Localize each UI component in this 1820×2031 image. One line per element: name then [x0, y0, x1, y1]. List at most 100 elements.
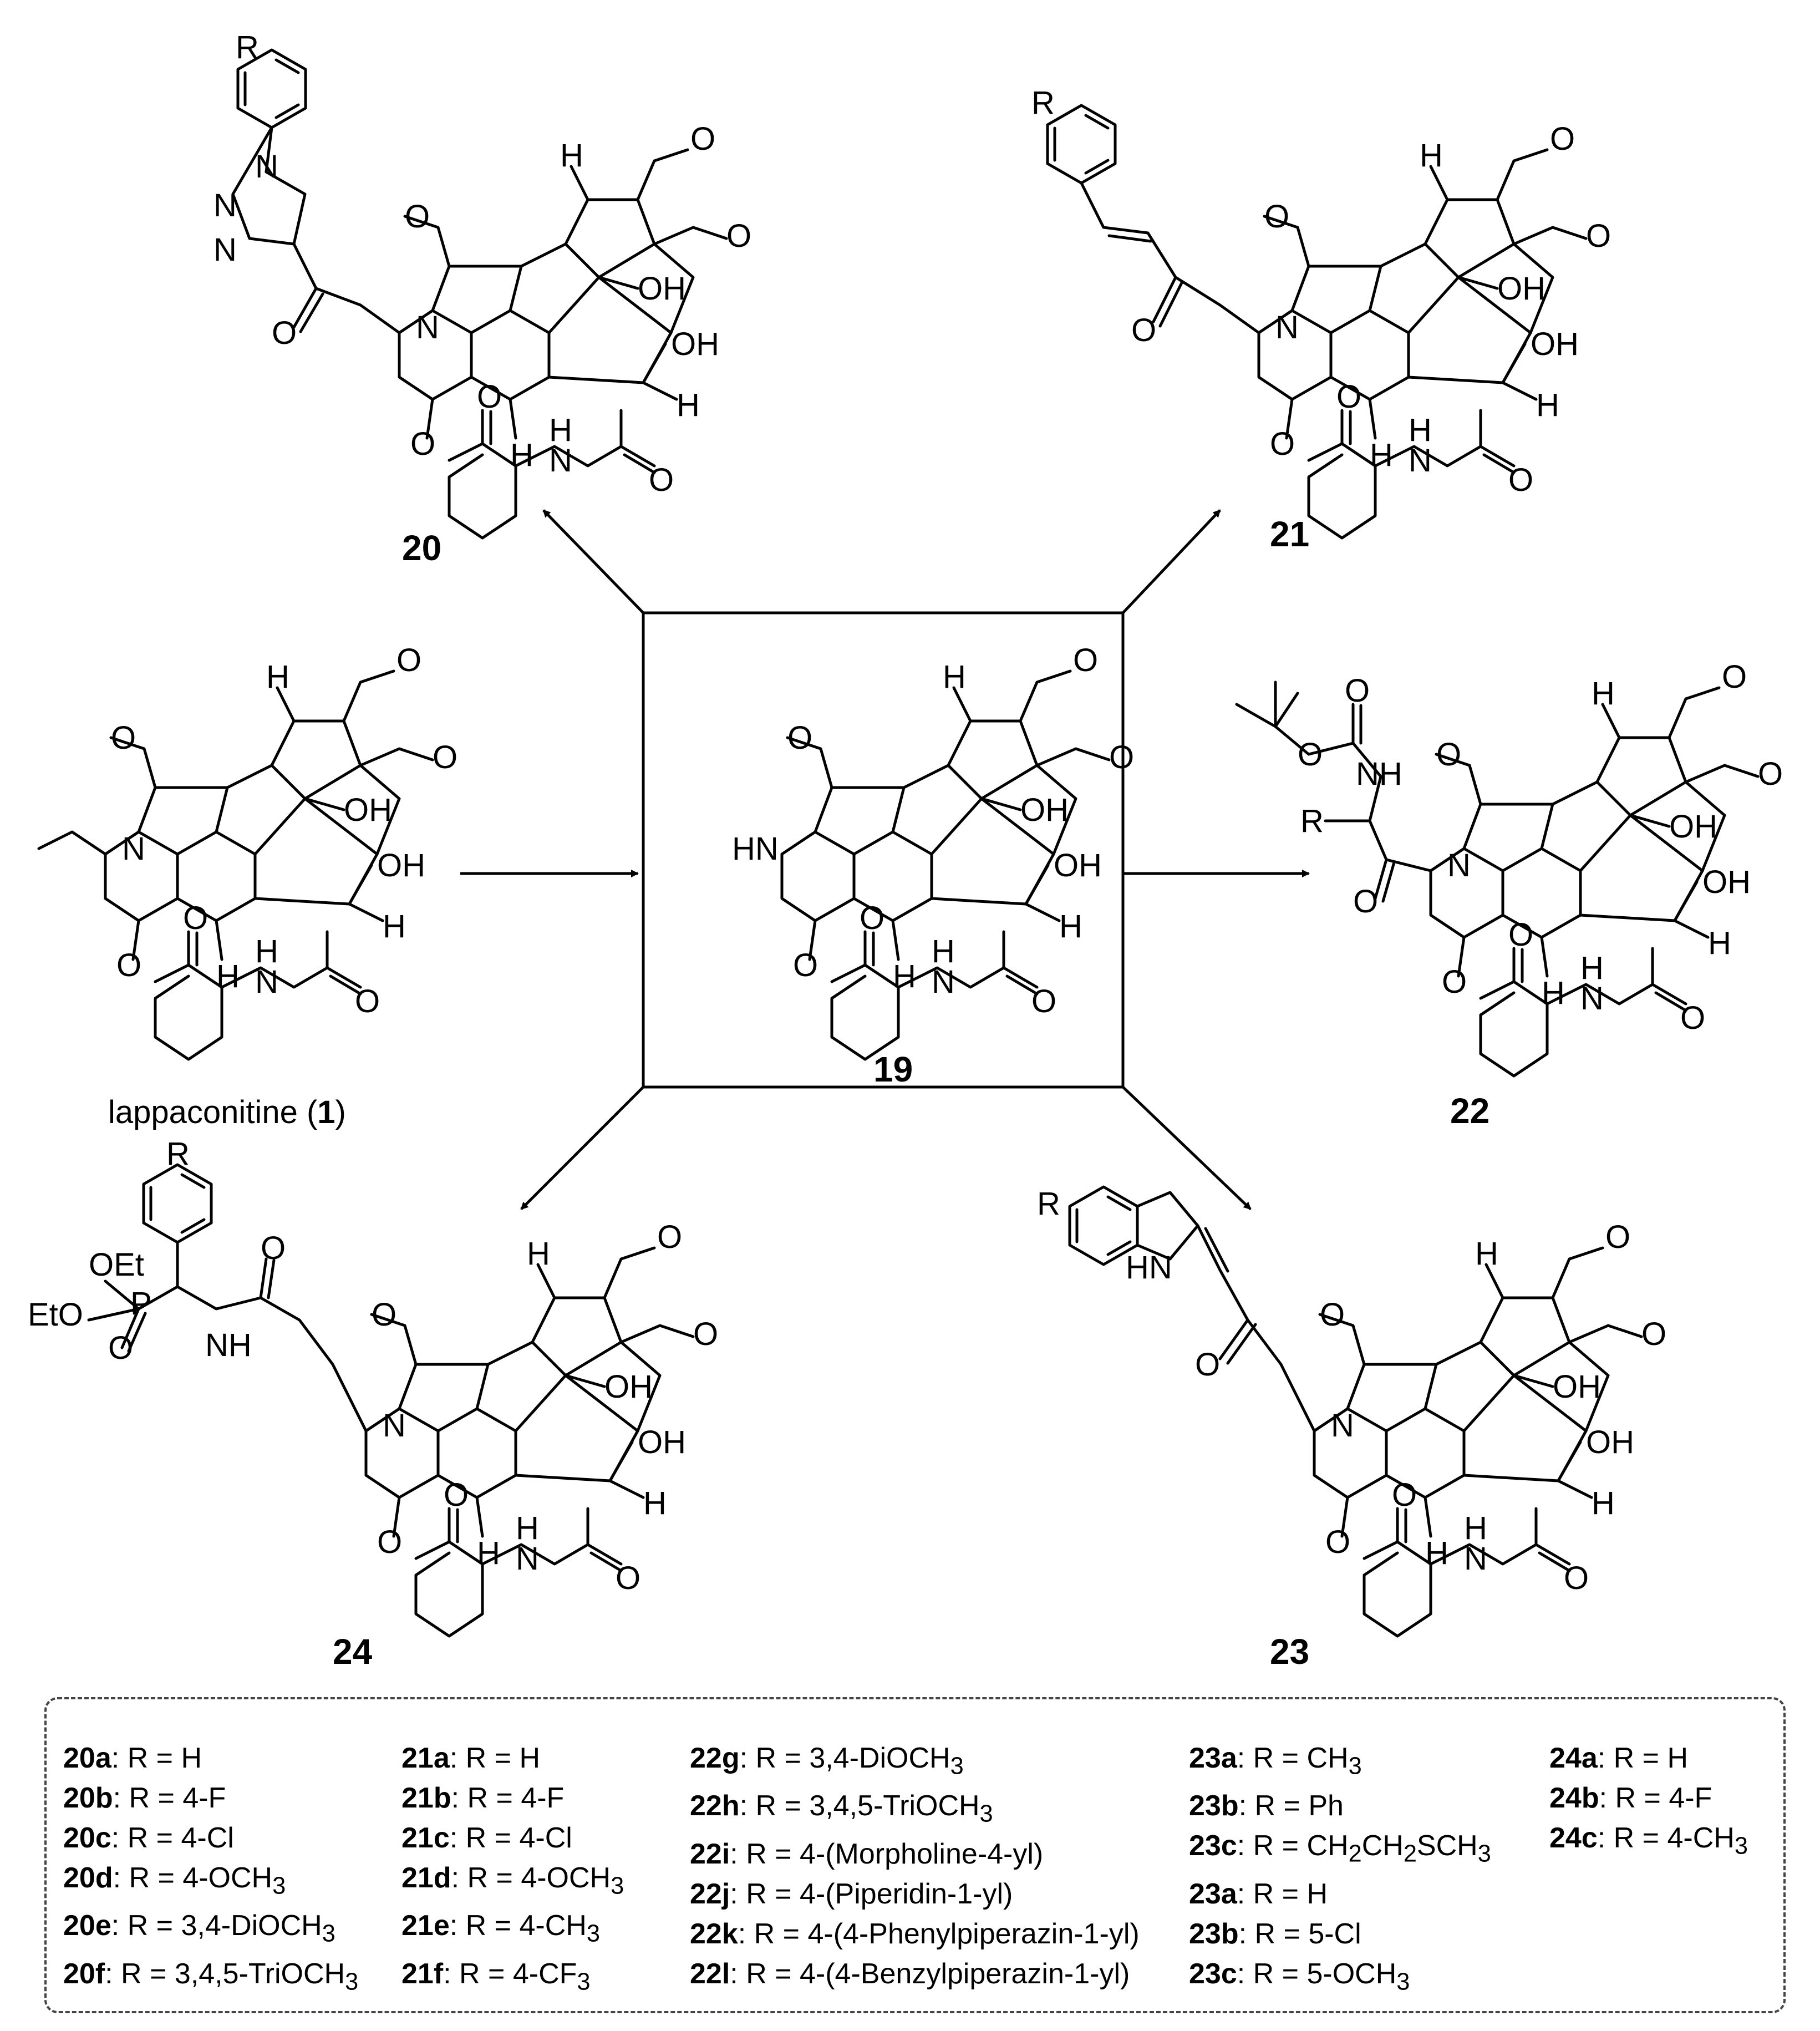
legend-compound-id: 21a — [401, 1742, 450, 1774]
legend-entry: 20a: R = H — [63, 1738, 358, 1778]
h-label: H — [1536, 387, 1559, 423]
legend-compound-id: 22j — [690, 1877, 730, 1910]
legend-compound-id: 23a — [1189, 1877, 1237, 1910]
h-label: H — [1592, 676, 1615, 712]
legend-entry: 24b: R = 4-F — [1549, 1778, 1748, 1818]
methoxy-o: O — [690, 121, 715, 157]
methoxy-o: O — [1722, 659, 1747, 695]
nh-n: N — [549, 443, 572, 479]
nh-h: H — [549, 412, 572, 448]
r-group-label: R — [236, 29, 259, 65]
legend-compound-id: 20e — [63, 1910, 111, 1942]
ester-o: O — [1442, 964, 1467, 1000]
legend-substituent: : R = 3,4,5-TriOCH — [739, 1790, 980, 1822]
methoxy-o: O — [1109, 739, 1134, 775]
compound-label-20: 20 — [402, 528, 441, 568]
methoxy-o: O — [787, 720, 812, 756]
legend-entry: 22l: R = 4-(4-Benzylpiperazin-1-yl) — [690, 1954, 1140, 1994]
structure-19: HN OH OH H H H O O H N O O O O — [732, 642, 1134, 1059]
legend-subscript: 2 — [1348, 1840, 1362, 1867]
legend-compound-id: 24b — [1549, 1782, 1599, 1814]
triazole-n1: N — [255, 149, 278, 185]
h-label: H — [1542, 975, 1565, 1011]
legend-entry: 20b: R = 4-F — [63, 1778, 358, 1818]
ester-o: O — [410, 426, 435, 462]
legend-subscript: 3 — [1734, 1832, 1748, 1860]
methoxy-o: O — [405, 199, 430, 235]
legend-compound-id: 20a — [63, 1742, 111, 1774]
h-label: H — [943, 659, 966, 695]
legend-compound-id: 24c — [1549, 1822, 1598, 1854]
legend-substituent: : R = 4-OCH — [113, 1862, 273, 1894]
amide-o: O — [1564, 1560, 1589, 1596]
triazole-n3: N — [213, 232, 237, 268]
legend-substituent: : R = 3,4-DiOCH — [111, 1910, 322, 1942]
legend-subscript: 3 — [1396, 1968, 1410, 1996]
carbonyl-o: O — [183, 900, 208, 936]
h-label: H — [1059, 908, 1082, 945]
legend-entry: 22h: R = 3,4,5-TriOCH3 — [690, 1786, 1140, 1834]
phosphorus-label: P — [130, 1286, 152, 1322]
legend-entry: 21e: R = 4-CH3 — [401, 1906, 624, 1953]
h-label: H — [1475, 1236, 1498, 1272]
structure-24: R OEt EtO P O NH O N OH OH H H H O O H N… — [28, 1136, 718, 1636]
h-label: H — [677, 387, 700, 423]
legend-substituent: : R = H — [449, 1742, 541, 1774]
methoxy-o: O — [726, 218, 751, 254]
legend-entry: 22j: R = 4-(Piperidin-1-yl) — [690, 1874, 1140, 1914]
p-oxo-label: O — [108, 1330, 133, 1366]
methoxy-o: O — [1436, 737, 1461, 773]
legend-subscript: 3 — [1348, 1753, 1362, 1780]
central-box — [642, 611, 1125, 1089]
oh-label: OH — [1020, 792, 1069, 828]
legend-subscript: 3 — [577, 1968, 591, 1996]
nh-n: N — [1409, 443, 1432, 479]
legend-compound-id: 23c — [1189, 1830, 1237, 1862]
methoxy-o: O — [1758, 756, 1783, 792]
legend-substituent: : R = 4-CH — [1597, 1822, 1735, 1854]
legend-compound-id: 23c — [1189, 1957, 1237, 1990]
legend-subscript: 3 — [322, 1920, 335, 1947]
amide-o: O — [1195, 1347, 1220, 1383]
legend-compound-id: 21d — [401, 1862, 451, 1894]
legend-compound-id: 23a — [1189, 1742, 1237, 1774]
structure-23: R HN O N OH OH H H H O O H N O O O O — [1037, 1186, 1666, 1636]
nh-h: H — [1464, 1510, 1487, 1546]
legend-substituent: : R = 5-Cl — [1238, 1917, 1361, 1950]
ester-o: O — [793, 947, 818, 983]
carbonyl-o: O — [1131, 312, 1156, 348]
arrow-19-to-24 — [520, 1086, 644, 1210]
nh-label: NH — [205, 1327, 252, 1363]
legend-entry: 23b: R = Ph — [1189, 1786, 1491, 1826]
legend-compound-id: 21e — [401, 1910, 450, 1942]
carbonyl-o: O — [1336, 379, 1361, 415]
amide-o: O — [355, 983, 380, 1019]
ester-o: O — [377, 1524, 402, 1560]
r-group-label: R — [166, 1136, 190, 1172]
carbonyl-o: O — [1508, 917, 1533, 953]
legend-entry: 21c: R = 4-Cl — [401, 1818, 624, 1858]
carbonyl-o: O — [1345, 673, 1370, 709]
arrow-19-to-20 — [542, 509, 644, 614]
h-label: H — [1708, 925, 1731, 961]
oh-label: OH — [377, 847, 425, 884]
ring-n: N — [1331, 1408, 1354, 1444]
oh-label: OH — [1497, 271, 1546, 307]
ester-o: O — [116, 947, 141, 983]
h-label: H — [560, 138, 583, 174]
legend-substituent: : R = H — [1597, 1742, 1689, 1774]
legend-compound-id: 23b — [1189, 1917, 1239, 1950]
legend-substituent: : R = CH — [1237, 1830, 1349, 1862]
compound-label-22: 22 — [1450, 1091, 1489, 1131]
amide-o: O — [261, 1230, 286, 1266]
oet-label: OEt — [89, 1247, 144, 1283]
legend-entry: 21f: R = 4-CF3 — [401, 1954, 624, 2002]
h-label: H — [510, 437, 533, 473]
legend-subscript: 3 — [1477, 1840, 1491, 1867]
legend-compound-id: 20d — [63, 1862, 113, 1894]
methoxy-o: O — [1264, 199, 1289, 235]
